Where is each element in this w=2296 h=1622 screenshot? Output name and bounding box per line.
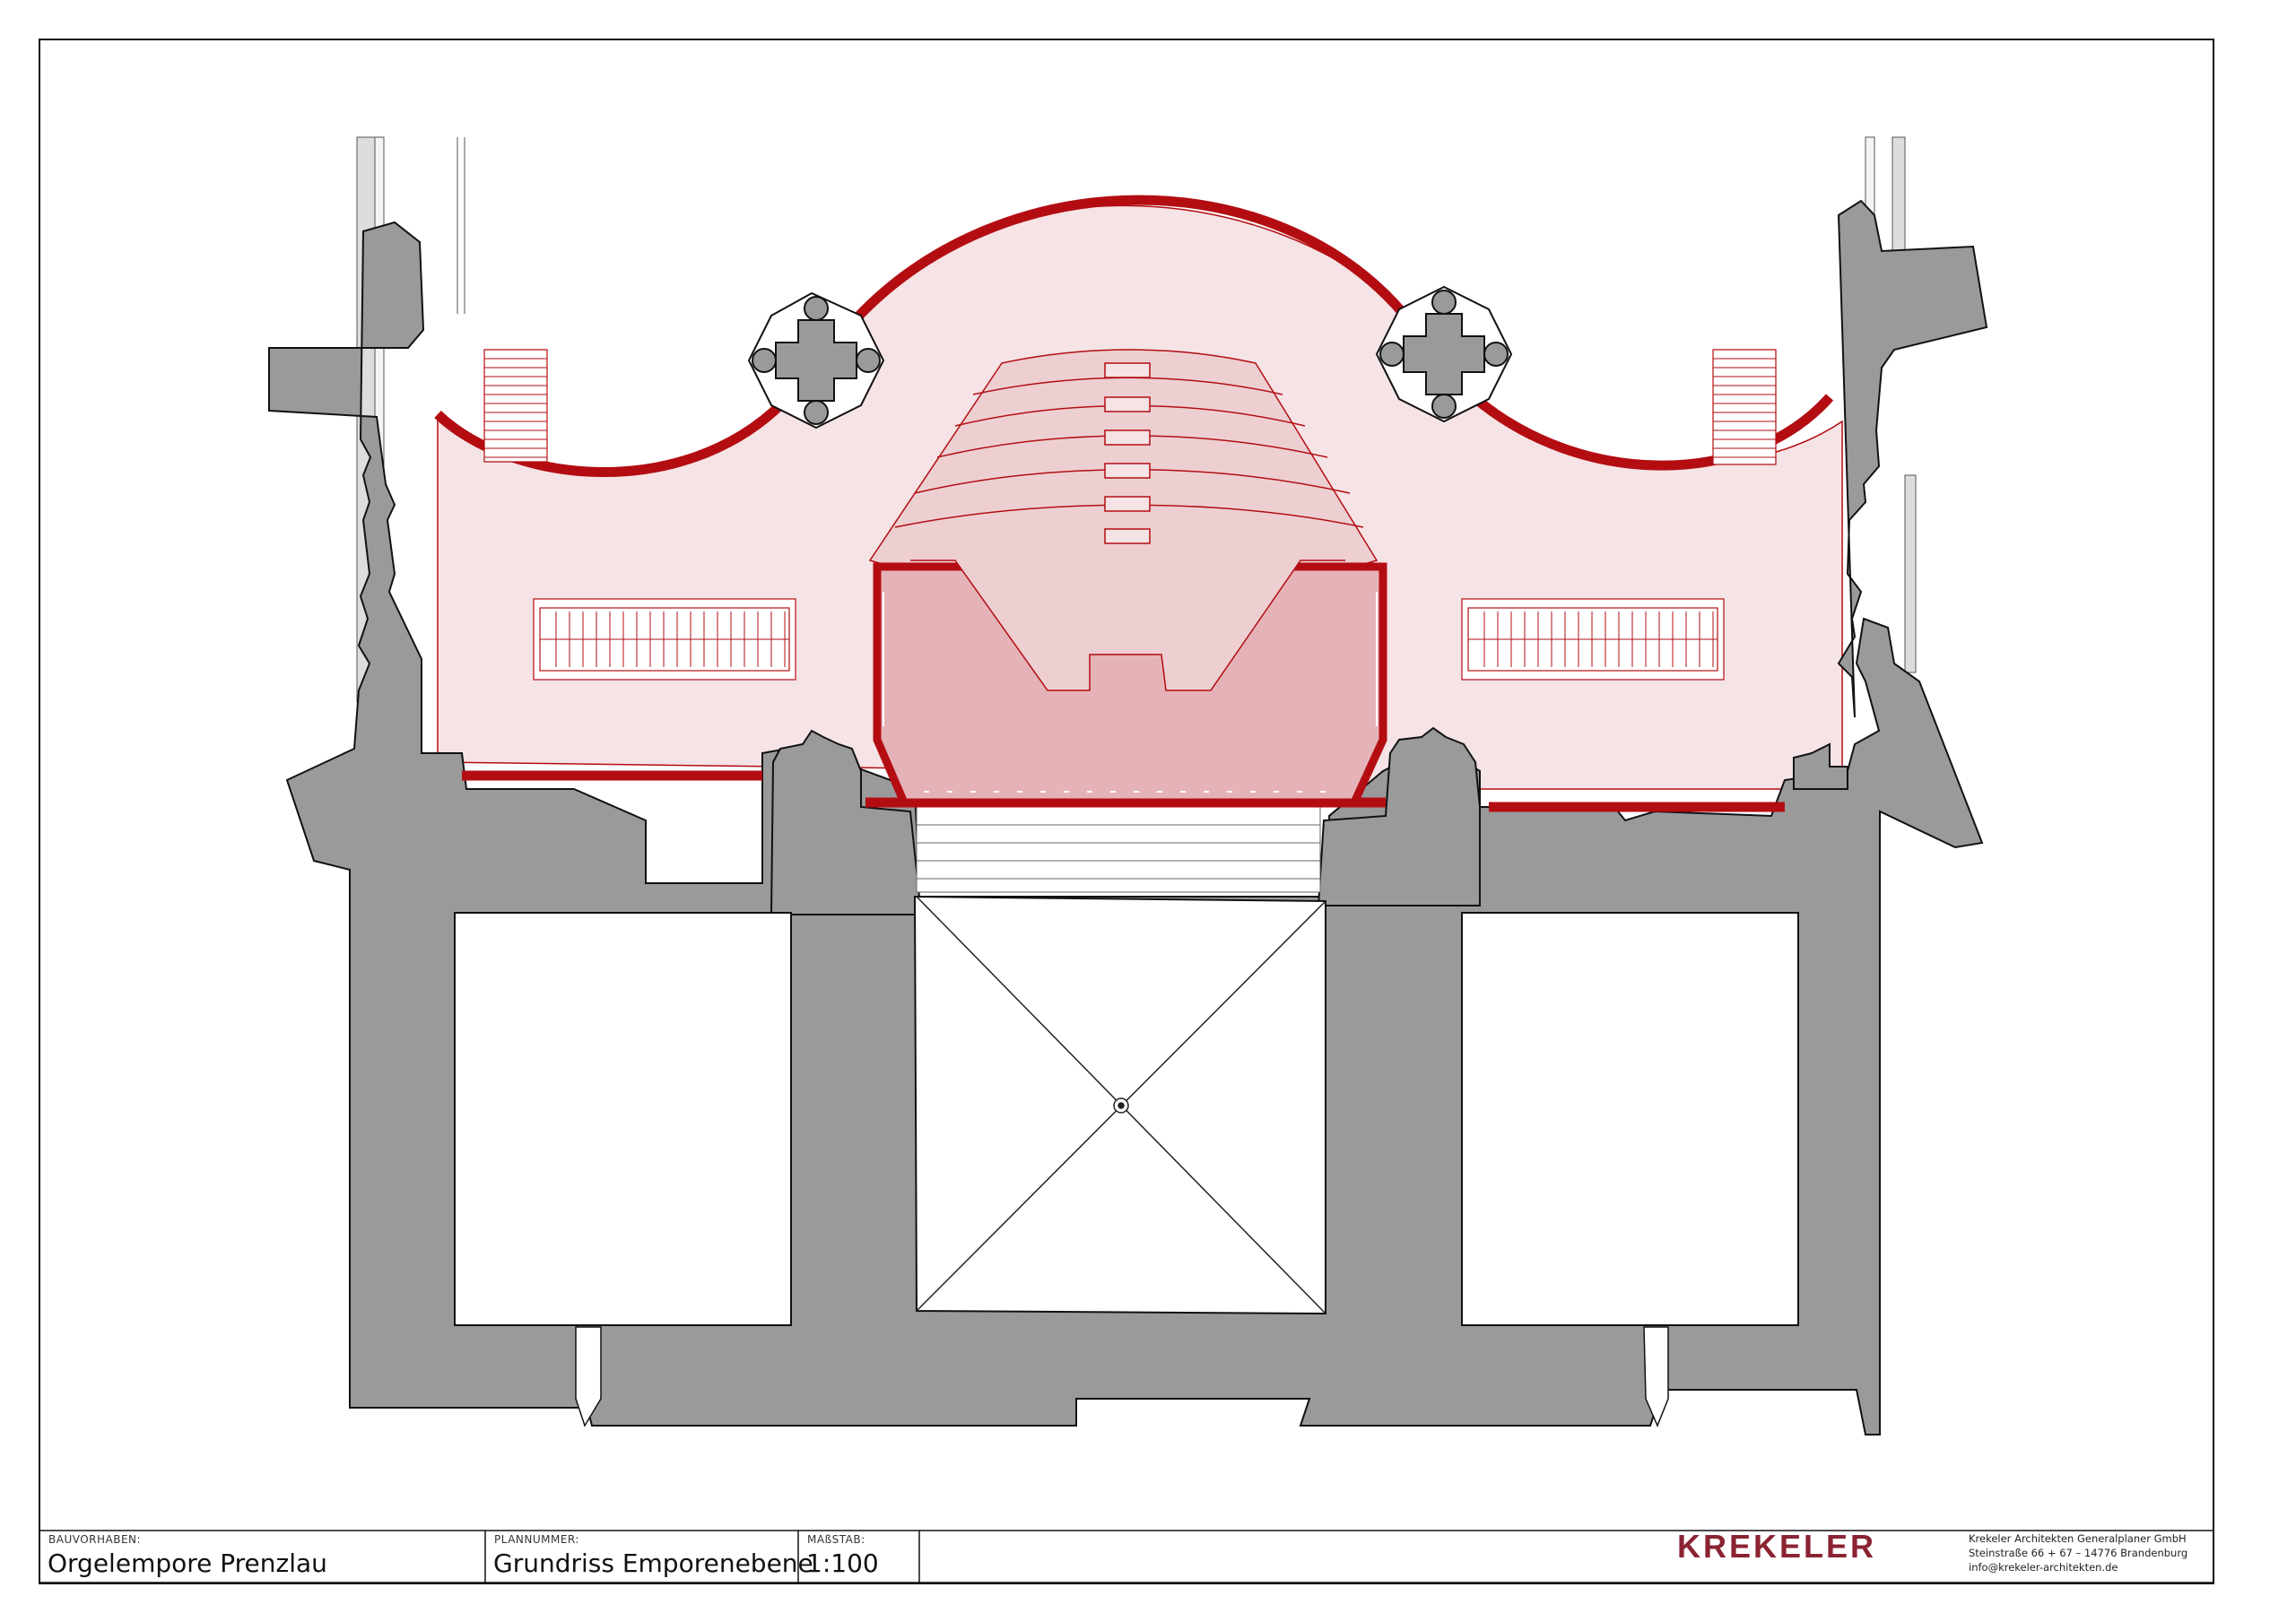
project-value: Orgelempore Prenzlau — [48, 1548, 327, 1578]
scale-cell: MAßSTAB: 1:100 — [798, 1531, 919, 1583]
plan-cell: PLANNUMMER: Grundriss Emporenebene — [485, 1531, 813, 1583]
company-street: Steinstraße 66 + 67 – 14776 Brandenburg — [1969, 1547, 2188, 1559]
title-block-frame — [39, 1530, 2214, 1583]
stair-treads — [484, 358, 1776, 667]
project-cell: BAUVORHABEN: Orgelempore Prenzlau — [39, 1531, 485, 1583]
sheet-frame — [39, 39, 2214, 1584]
plan-value: Grundriss Emporenebene — [493, 1548, 813, 1578]
company-name: Krekeler Architekten Generalplaner GmbH — [1969, 1532, 2187, 1545]
equipment-block — [1793, 742, 1848, 790]
company-address: Krekeler Architekten Generalplaner GmbH … — [1969, 1531, 2187, 1574]
company-email: info@krekeler-architekten.de — [1969, 1561, 2118, 1574]
entry-steps — [916, 806, 1321, 893]
scale-label: MAßSTAB: — [807, 1533, 865, 1546]
company-logo: KREKELER — [1677, 1528, 1877, 1565]
scale-value: 1:100 — [806, 1548, 879, 1578]
title-block: BAUVORHABEN: Orgelempore Prenzlau PLANNU… — [39, 1531, 2213, 1583]
pillars — [747, 285, 1513, 429]
organ-platform — [873, 559, 1387, 807]
vault-diagonals — [916, 896, 1326, 1314]
project-label: BAUVORHABEN: — [48, 1533, 142, 1546]
lower-doorways — [575, 1326, 1669, 1427]
plan-label: PLANNUMMER: — [494, 1533, 579, 1546]
